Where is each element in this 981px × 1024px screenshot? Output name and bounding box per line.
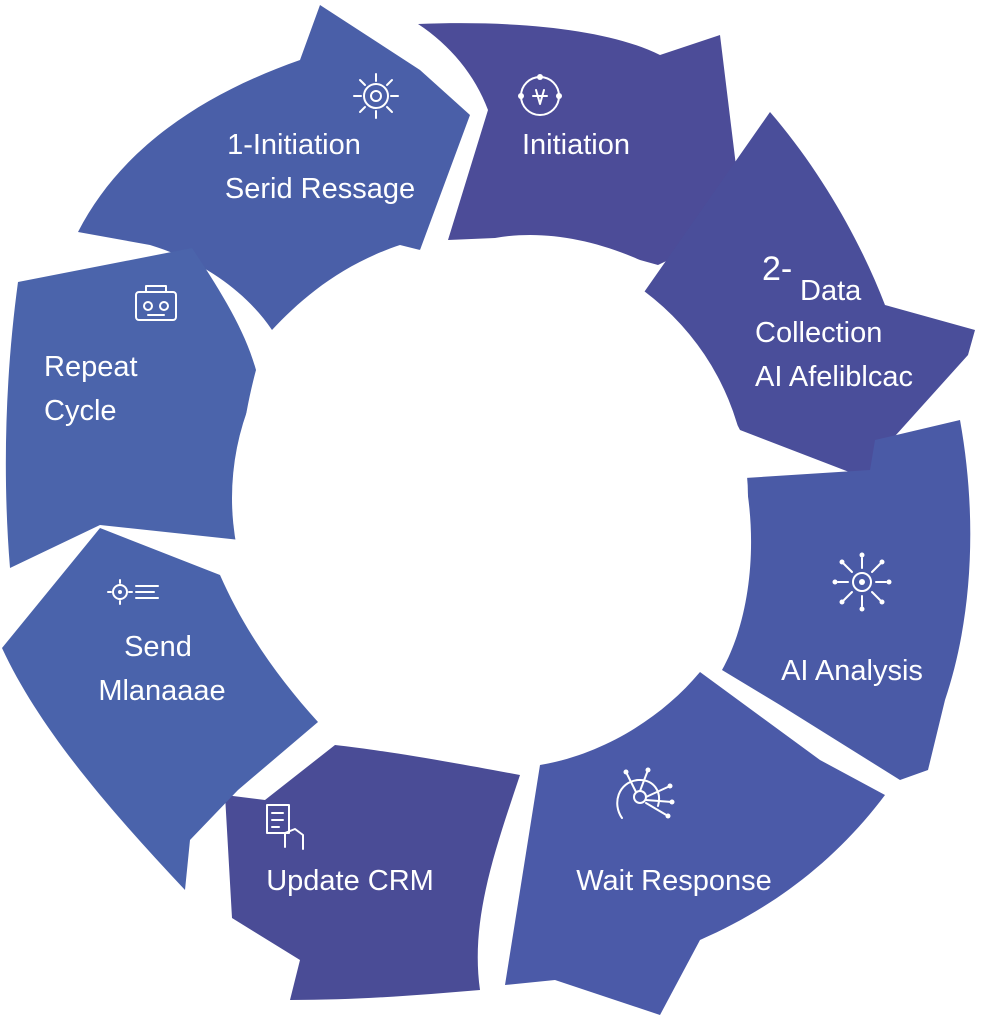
circuit-sun-icon <box>832 552 892 612</box>
segment-4-label: AI Analysis <box>781 655 923 687</box>
segment-4: AI Analysis <box>722 420 971 780</box>
segment-2-label: Initiation <box>522 129 630 161</box>
segment-2: Initiation <box>418 23 742 265</box>
gear-circle-icon <box>353 73 399 119</box>
segment-5: Wait Response <box>505 672 885 1015</box>
center-hole <box>232 240 748 756</box>
segment-7-shape <box>2 528 318 890</box>
segment-6-label: Update CRM <box>266 865 434 897</box>
segment-8-label: Repeat Cycle <box>44 351 146 427</box>
segment-6: Update CRM <box>225 745 520 1000</box>
segment-1-shape <box>78 5 470 330</box>
segment-1: 1-Initiation Serid Ressage <box>78 5 470 330</box>
segment-5-shape <box>505 672 885 1015</box>
neural-head-icon <box>616 767 675 819</box>
segment-3: 2- Data Collection AI Afeliblcac <box>640 112 975 480</box>
segment-6-shape <box>225 745 520 1000</box>
robot-box-icon <box>135 285 177 321</box>
document-hand-icon <box>266 804 304 850</box>
orbit-target-icon <box>518 74 562 116</box>
segment-2-shape <box>418 23 742 265</box>
segment-1-label: 1-Initiation Serid Ressage <box>225 129 415 205</box>
segment-8: Repeat Cycle <box>5 248 257 568</box>
segment-3-shape <box>640 112 975 480</box>
segment-8-shape <box>5 248 257 568</box>
segment-3-label: 2- Data Collection AI Afeliblcac <box>755 250 913 393</box>
segment-4-shape <box>722 420 971 780</box>
gear-list-icon <box>107 579 159 605</box>
segment-7-label: Send Mlanaaae <box>98 631 225 707</box>
segment-5-label: Wait Response <box>576 865 772 897</box>
segment-7: Send Mlanaaae <box>2 528 318 890</box>
